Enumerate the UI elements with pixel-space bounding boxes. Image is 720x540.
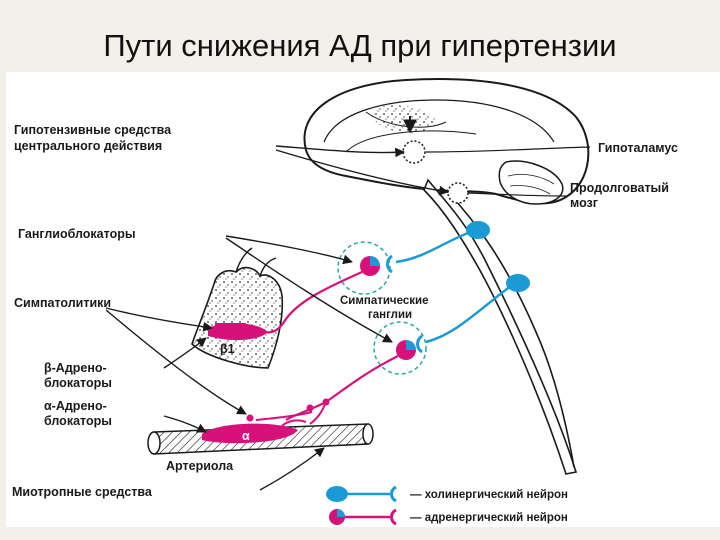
alpha-receptor xyxy=(202,423,298,444)
ganglion-2 xyxy=(373,321,427,375)
legend: — холинергический нейрон — адренергическ… xyxy=(326,485,568,526)
alpha-receptor-label: α xyxy=(242,429,250,443)
slide-title: Пути снижения АД при гипертензии xyxy=(103,28,617,63)
legend-label-cholinergic: — холинергический нейрон xyxy=(410,489,568,501)
arrows xyxy=(105,145,591,491)
label-alpha-blockers-2: блокаторы xyxy=(44,414,112,428)
arteriole-drawing xyxy=(147,423,374,455)
legend-label-adrenergic: — адренергический нейрон xyxy=(410,512,568,524)
preganglionic-neuron-body-2 xyxy=(506,274,530,292)
label-medulla-2: мозг xyxy=(570,196,598,210)
diagram-svg: β1 α xyxy=(12,78,678,526)
label-sympatholytics: Симпатолитики xyxy=(14,296,111,310)
beta1-receptor xyxy=(208,323,268,341)
label-sympathetic-ganglia-1: Симпатические xyxy=(340,295,428,307)
label-central-agents-2: центрального действия xyxy=(14,139,162,153)
label-medulla-1: Продолговатый xyxy=(570,181,669,195)
sympathetic-ganglia xyxy=(337,241,427,375)
label-central-agents-1: Гипотензивные средства xyxy=(14,123,172,137)
diagram-figure: β1 α xyxy=(6,72,720,527)
brain-drawing xyxy=(303,78,590,475)
label-beta-blockers-1: β-Адрено- xyxy=(44,361,107,375)
label-sympathetic-ganglia-2: ганглии xyxy=(368,309,412,321)
adrenergic-pathway xyxy=(246,270,399,427)
label-ganglion-blockers: Ганглиоблокаторы xyxy=(18,227,136,241)
beta1-receptor-label: β1 xyxy=(220,342,235,356)
legend-item-cholinergic: — холинергический нейрон xyxy=(326,485,568,503)
preganglionic-neuron-body-1 xyxy=(466,221,490,239)
label-hypothalamus: Гипоталамус xyxy=(598,141,678,155)
cholinergic-pathway xyxy=(386,221,530,354)
label-beta-blockers-2: блокаторы xyxy=(44,376,112,390)
label-arteriole: Артериола xyxy=(166,459,234,473)
ganglion-1 xyxy=(337,241,391,295)
heart-drawing xyxy=(191,247,284,369)
label-alpha-blockers-1: α-Адрено- xyxy=(44,399,107,413)
legend-item-adrenergic: — адренергический нейрон xyxy=(329,508,568,526)
label-myotropic-agents: Миотропные средства xyxy=(12,485,153,499)
